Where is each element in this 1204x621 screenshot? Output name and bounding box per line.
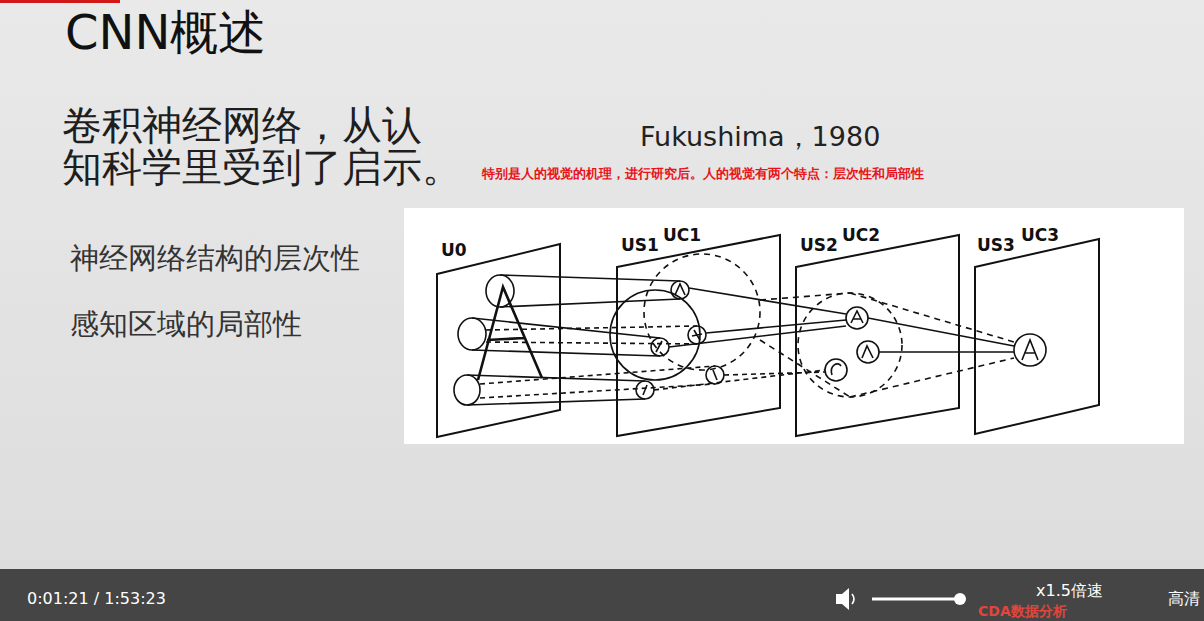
plane-outline [617,225,781,437]
plane-outline [975,225,1100,437]
slide-heading: 卷积神经网络，从认 知科学里受到了启示。 [62,104,468,188]
volume-slider [872,598,960,601]
speed-button: x1.5倍速 [1036,581,1103,601]
layer-plane: US2UC2 [796,225,960,437]
figure-panel [404,208,1184,444]
time-display: 0:01:21 / 1:53:23 [27,589,166,609]
layer-plane: US3 UC3 [975,225,1100,437]
slide-title: CNN概述 [65,2,266,62]
plane-outline [437,232,561,438]
layer-label: US2 [800,235,838,255]
red-note: 特别是人的视觉的机理，进行研究后。人的视觉有两个特点：层次性和局部性 [482,166,924,182]
plane-border [975,239,1099,434]
layer-label: UC3 [1021,225,1059,245]
neocognitron-figure [454,254,1046,405]
layer-label: UC1 [663,225,701,245]
plane-outline [796,225,960,437]
quality-button: 高清 [1168,589,1200,609]
layer-label: U0 [441,240,467,260]
watermark: CDA数据分析 [978,603,1067,620]
player-bar [0,569,1204,621]
accent-bar [0,0,120,3]
bullet-text: 神经网络结构的层次性 [70,240,360,276]
volume-icon [836,588,849,610]
plane-border [617,235,780,436]
volume-wave [852,594,854,604]
layer-plane: U0 [437,232,561,438]
layer-label: US1 [621,235,659,255]
layer-plane: US1UC1 [617,225,781,437]
layer-label: US3 [977,235,1015,255]
bullet-text: 感知区域的局部性 [70,306,302,342]
volume-knob [954,593,966,605]
plane-border [796,235,959,436]
plane-border [437,244,560,437]
citation: Fukushima，1980 [640,120,880,154]
layer-label: UC2 [842,225,880,245]
